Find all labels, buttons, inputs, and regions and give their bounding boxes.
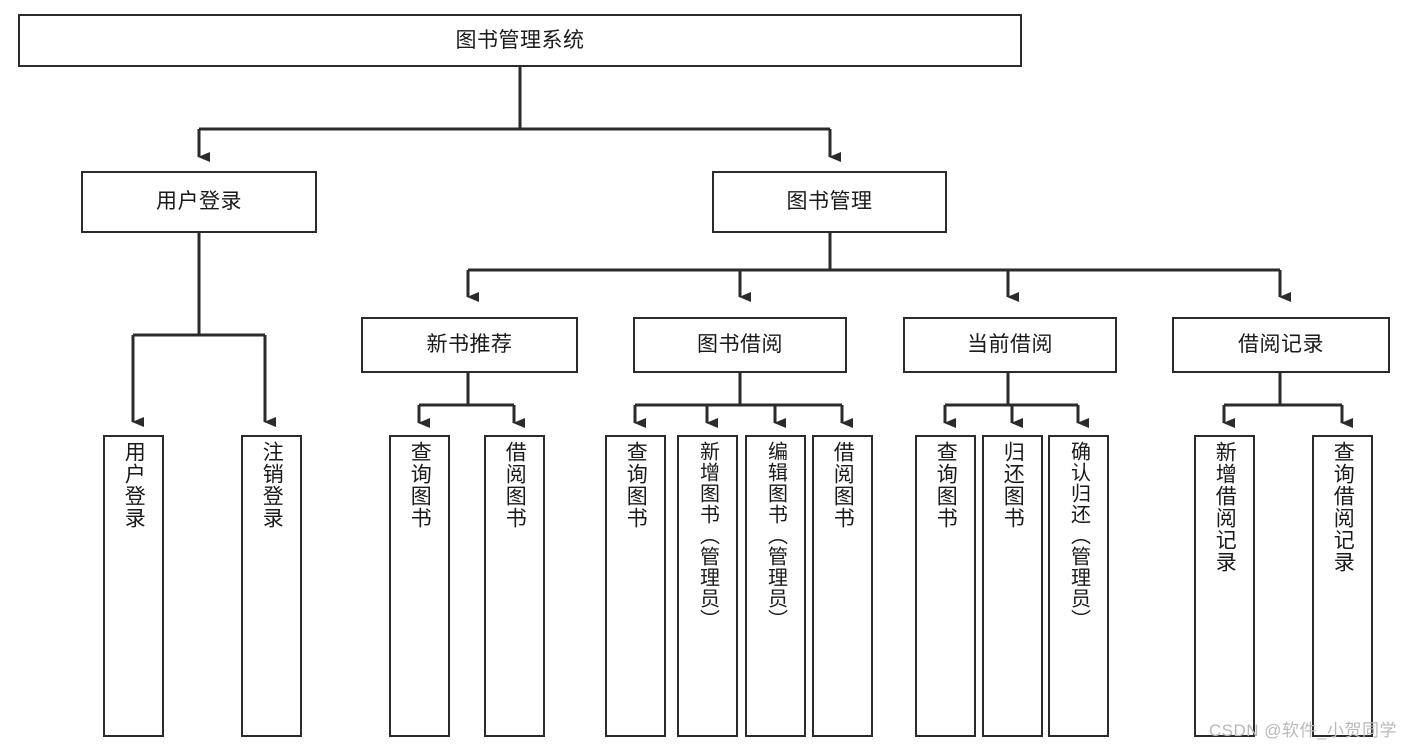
leaf-user-login[interactable]: 用户登录 (103, 435, 164, 737)
leaf-query-book-borrow[interactable]: 查询图书 (605, 435, 666, 737)
node-label: 确认归还（管理员） (1067, 441, 1090, 630)
leaf-query-book-recommendation[interactable]: 查询图书 (389, 435, 450, 737)
leaf-confirm-return-admin[interactable]: 确认归还（管理员） (1048, 435, 1109, 737)
node-book-manage[interactable]: 图书管理 (712, 171, 947, 233)
node-label: 查询图书 (934, 441, 958, 529)
node-label: 图书借阅 (697, 333, 783, 357)
node-label: 图书管理系统 (455, 28, 585, 52)
leaf-query-book-current[interactable]: 查询图书 (915, 435, 976, 737)
node-label: 新增借阅记录 (1213, 441, 1237, 573)
node-current-borrow[interactable]: 当前借阅 (903, 317, 1117, 373)
leaf-edit-book-admin[interactable]: 编辑图书（管理员） (745, 435, 806, 737)
node-label: 图书管理 (786, 190, 873, 214)
watermark: CSDN @软件_小贺同学 (1208, 721, 1397, 740)
node-label: 注销登录 (260, 441, 284, 529)
leaf-borrow-book[interactable]: 借阅图书 (812, 435, 873, 737)
node-user-login[interactable]: 用户登录 (81, 171, 317, 233)
node-label: 借阅图书 (831, 441, 855, 529)
node-label: 新增图书（管理员） (696, 441, 719, 630)
leaf-add-borrow-record[interactable]: 新增借阅记录 (1194, 435, 1255, 737)
node-label: 当前借阅 (967, 333, 1053, 357)
node-label: 查询图书 (624, 441, 648, 529)
node-label: 新书推荐 (426, 333, 513, 357)
node-book-borrow[interactable]: 图书借阅 (633, 317, 847, 373)
leaf-logout[interactable]: 注销登录 (241, 435, 302, 737)
node-label: 借阅图书 (503, 441, 527, 529)
node-label: 借阅记录 (1238, 333, 1324, 357)
leaf-query-borrow-record[interactable]: 查询借阅记录 (1312, 435, 1373, 737)
node-label: 查询图书 (408, 441, 432, 529)
node-label: 归还图书 (1001, 441, 1025, 529)
node-label: 用户登录 (122, 441, 146, 529)
leaf-return-book[interactable]: 归还图书 (982, 435, 1043, 737)
leaf-add-book-admin[interactable]: 新增图书（管理员） (677, 435, 738, 737)
leaf-borrow-book-recommendation[interactable]: 借阅图书 (484, 435, 545, 737)
node-root-system[interactable]: 图书管理系统 (18, 14, 1022, 67)
node-label: 编辑图书（管理员） (764, 441, 787, 630)
node-label: 查询借阅记录 (1331, 441, 1355, 573)
node-label: 用户登录 (156, 190, 242, 214)
node-new-book-recommendation[interactable]: 新书推荐 (361, 317, 578, 373)
node-borrow-record[interactable]: 借阅记录 (1172, 317, 1390, 373)
